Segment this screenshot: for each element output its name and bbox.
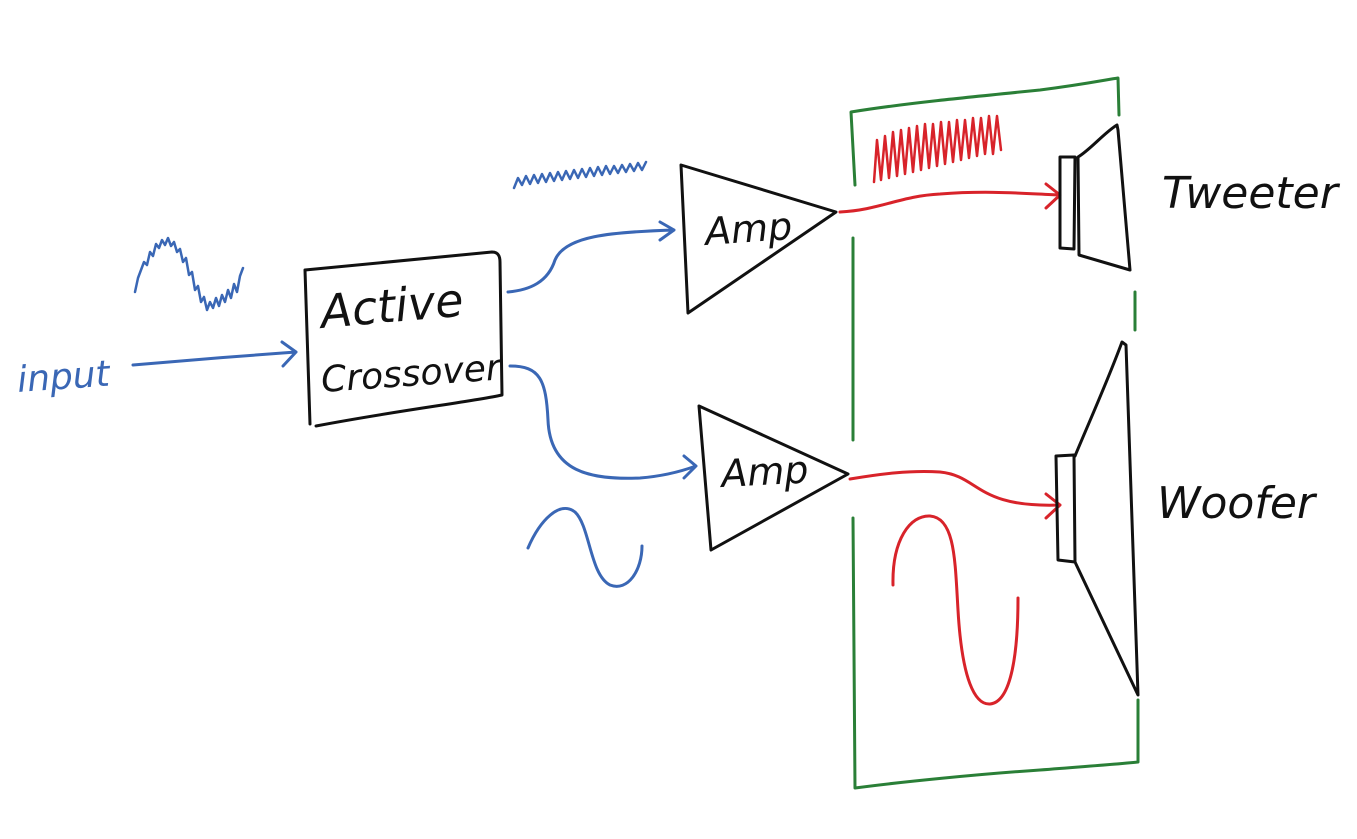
amp-bottom-shape xyxy=(697,404,850,552)
tweeter-speaker xyxy=(1058,123,1132,272)
low-pass-arrow xyxy=(508,364,698,480)
tweeter-label: Tweeter xyxy=(1162,168,1341,219)
amp-bottom-label: Amp xyxy=(717,447,809,496)
woofer-arrow xyxy=(848,469,1062,520)
tweeter-arrow xyxy=(838,182,1062,214)
crossover-box xyxy=(303,250,504,428)
woofer-speaker xyxy=(1054,340,1140,697)
input-waveform xyxy=(133,236,245,312)
tweeter-signal-waveform xyxy=(872,114,1003,184)
input-arrow xyxy=(131,340,298,368)
amp-top-label: Amp xyxy=(701,204,794,254)
crossover-label-line1: Active xyxy=(315,273,465,340)
woofer-label: Woofer xyxy=(1157,478,1318,529)
crossover-label-line2: Crossover xyxy=(320,347,504,401)
high-pass-arrow xyxy=(506,220,676,294)
input-label: input xyxy=(16,353,113,400)
low-freq-waveform xyxy=(526,506,644,588)
woofer-signal-waveform xyxy=(891,514,1020,706)
enclosure-outline xyxy=(849,76,1121,187)
enclosure-left-bottom xyxy=(851,516,1140,790)
amp-top-shape xyxy=(679,163,838,315)
high-freq-waveform xyxy=(512,160,648,190)
